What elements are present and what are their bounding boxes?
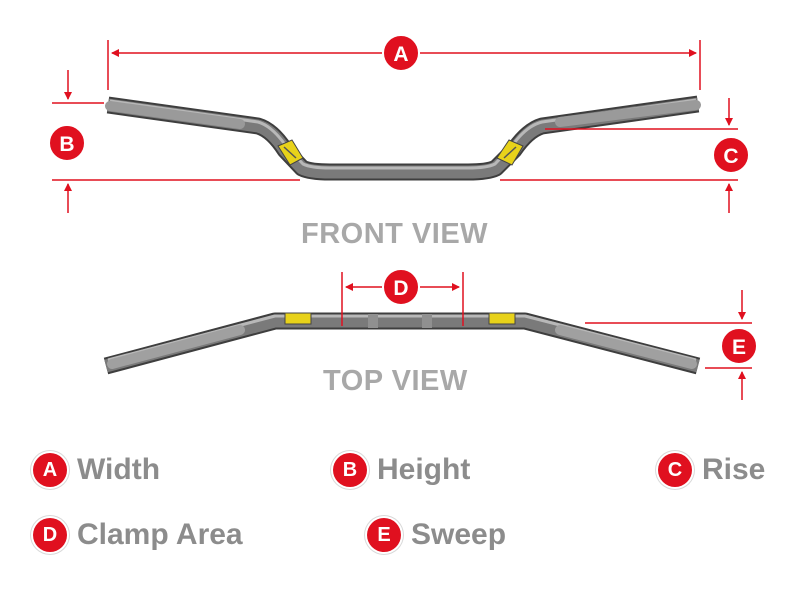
front-left-decal xyxy=(277,139,304,166)
svg-text:C: C xyxy=(723,145,738,168)
legend-badge-c: C xyxy=(658,453,692,487)
top-view-handlebar xyxy=(103,312,701,375)
legend-badge-e: E xyxy=(367,518,401,552)
svg-text:A: A xyxy=(393,43,408,66)
dimension-b-height xyxy=(52,70,300,213)
marker-e: E xyxy=(720,327,758,365)
marker-b: B xyxy=(48,124,86,162)
svg-text:B: B xyxy=(59,133,74,156)
legend-label-clamp-area: Clamp Area xyxy=(77,518,243,551)
marker-c: C xyxy=(712,136,750,174)
legend-item-height: B Height xyxy=(333,453,470,487)
legend-label-height: Height xyxy=(377,453,471,486)
legend-label-sweep: Sweep xyxy=(411,518,507,551)
legend-label-width: Width xyxy=(77,453,161,486)
marker-a: A xyxy=(382,34,420,72)
svg-text:E: E xyxy=(732,336,746,359)
legend-item-width: A Width xyxy=(33,453,160,487)
front-view-title: FRONT VIEW xyxy=(301,218,489,250)
front-right-decal xyxy=(496,139,524,166)
top-left-decal xyxy=(284,312,312,325)
marker-d: D xyxy=(382,268,420,306)
legend-item-rise: C Rise xyxy=(658,453,765,487)
dimension-e-sweep xyxy=(585,290,752,400)
legend-label-rise: Rise xyxy=(702,453,766,486)
dimension-a-width xyxy=(107,40,701,90)
dimension-d-clamp-area xyxy=(341,272,464,326)
legend-item-clamp-area: D Clamp Area xyxy=(33,518,243,552)
top-view-title: TOP VIEW xyxy=(323,365,468,397)
legend-item-sweep: E Sweep xyxy=(367,518,506,552)
dimension-c-rise xyxy=(500,98,738,213)
front-view-handlebar xyxy=(105,95,701,181)
legend-badge-a: A xyxy=(33,453,67,487)
top-right-decal xyxy=(488,312,516,325)
svg-text:D: D xyxy=(393,277,408,300)
legend-badge-d: D xyxy=(33,518,67,552)
legend-badge-b: B xyxy=(333,453,367,487)
